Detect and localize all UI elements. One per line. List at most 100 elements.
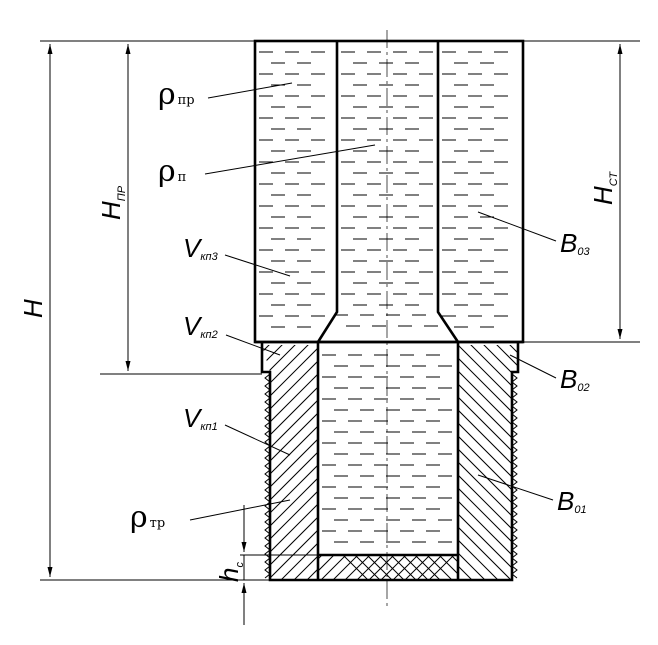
hatch-right-wall	[193, 340, 658, 582]
hatch-line	[458, 345, 518, 580]
hatch-line	[356, 555, 383, 580]
hatch-line	[380, 555, 407, 580]
hatch-line	[513, 340, 658, 582]
hatch-line	[416, 555, 443, 580]
svg-text:HСТ: HСТ	[588, 171, 620, 205]
hatch-line	[458, 345, 518, 580]
hatch-line	[262, 345, 318, 580]
hatch-line	[262, 345, 301, 580]
hatch-line	[262, 345, 318, 580]
hatch-line	[565, 340, 658, 582]
hatch-line	[578, 340, 658, 582]
hatch-line	[262, 345, 318, 580]
hatch-line	[570, 340, 658, 582]
label-h-c: hс	[214, 562, 246, 582]
hatch-line	[262, 345, 318, 580]
hatch-line	[435, 340, 658, 582]
hatch-line	[262, 345, 318, 580]
hatch-line	[344, 340, 586, 582]
hatch-line	[262, 345, 314, 580]
label-V-kp2: Vкп2	[183, 311, 218, 341]
label-H-st: HСТ	[588, 171, 620, 205]
svg-text:H: H	[18, 299, 48, 318]
hatch-line	[262, 345, 318, 580]
hatch-line	[409, 340, 651, 582]
svg-text:HПР: HПР	[96, 185, 128, 220]
hatch-line	[317, 345, 318, 580]
thread-left	[264, 373, 271, 579]
thread-right	[511, 373, 518, 579]
hatch-line	[262, 345, 318, 580]
hatch-line	[458, 345, 518, 580]
hatch-line	[438, 555, 458, 575]
hatch-line	[458, 345, 488, 580]
hatch-line	[402, 555, 429, 580]
hatch-line	[378, 555, 405, 580]
hatch-line	[320, 555, 347, 580]
hatch-line	[463, 555, 488, 580]
hatch-line	[344, 555, 371, 580]
hatch-line	[504, 345, 518, 580]
hatch-line	[458, 345, 518, 580]
label-H-pr: HПР	[96, 185, 128, 220]
hatch-line	[458, 345, 518, 580]
label-B-02: B02	[560, 364, 590, 394]
hatch-line	[609, 340, 658, 582]
hatch-line	[262, 345, 318, 580]
hatch-line	[414, 555, 441, 580]
hatch-line	[635, 340, 658, 582]
hatch-line	[500, 340, 658, 582]
hatch-line	[487, 555, 512, 580]
upper-container-outline	[253, 39, 525, 344]
hatch-line	[262, 345, 318, 580]
hatch-line	[331, 340, 573, 582]
hatch-line	[539, 340, 658, 582]
hatch-line	[206, 340, 448, 582]
hatch-line	[458, 345, 518, 580]
label-V-kp1: Vкп1	[183, 403, 218, 433]
hatch-line	[193, 340, 435, 582]
hatch-line	[583, 340, 658, 582]
hatch-line	[404, 555, 431, 580]
hatch-line	[366, 555, 393, 580]
hatch-line	[526, 340, 658, 582]
label-H: H	[18, 299, 48, 318]
hatch-line	[0, 340, 235, 582]
hatch-line	[342, 555, 369, 580]
hatch-line	[458, 345, 518, 580]
hatch-line	[262, 345, 318, 580]
leader-lines	[189, 82, 557, 521]
hatch-line	[458, 345, 518, 580]
hatch-line	[354, 555, 381, 580]
label-B-03: B03	[560, 228, 590, 258]
hatch-line	[458, 345, 518, 580]
hatch-line	[262, 345, 318, 580]
hatch-line	[390, 555, 417, 580]
hatch-line	[596, 340, 658, 582]
hatch-line	[458, 345, 518, 580]
hatch-line	[475, 555, 500, 580]
fluid-dashes	[259, 51, 508, 543]
hatch-line	[265, 345, 318, 580]
label-B-01: B01	[557, 486, 587, 516]
hatch-line	[517, 345, 518, 580]
hatch-bottom-plate	[318, 555, 512, 580]
hatch-line	[465, 345, 518, 580]
hatch-line	[262, 345, 288, 580]
hatch-line	[648, 340, 658, 582]
hatch-line	[458, 345, 518, 580]
hatch-line	[458, 345, 501, 580]
hatch-line	[458, 345, 518, 580]
hatch-line	[332, 555, 359, 580]
extension-lines	[40, 40, 640, 581]
hatch-line	[426, 555, 453, 580]
hatch-line	[318, 555, 335, 572]
hatch-line	[450, 555, 458, 563]
label-V-kp3: Vкп3	[183, 233, 219, 263]
lower-body-outline	[260, 342, 520, 582]
hatch-line	[262, 345, 275, 580]
